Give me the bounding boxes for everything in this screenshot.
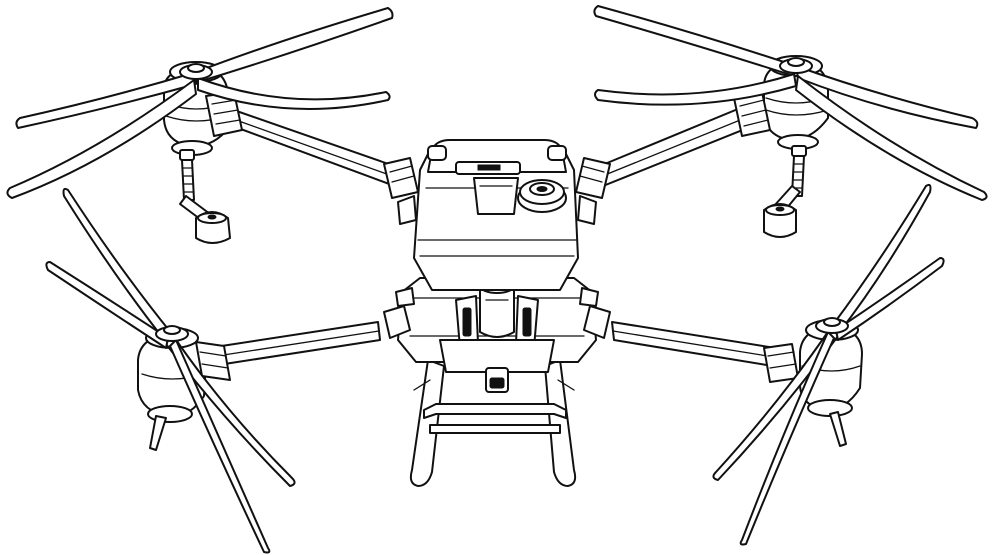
arm-joint-right-lower bbox=[577, 195, 597, 225]
propeller-front-right bbox=[593, 5, 988, 201]
propeller-rear-right bbox=[712, 183, 945, 546]
arm-joint-front-right bbox=[575, 157, 611, 199]
arm-rear-right bbox=[611, 321, 789, 369]
center-module bbox=[439, 278, 555, 373]
arm-joint-front-left bbox=[383, 157, 419, 199]
motor-rear-right-fin bbox=[829, 411, 847, 447]
spray-nozzle-right bbox=[763, 145, 807, 238]
landing-gear bbox=[409, 359, 577, 487]
tank-lid bbox=[517, 179, 567, 213]
propeller-rear-left bbox=[45, 187, 296, 554]
arm-rear-left bbox=[214, 321, 381, 366]
spray-nozzle-left bbox=[179, 149, 231, 244]
arm-front-left bbox=[227, 107, 401, 186]
spray-tank bbox=[413, 139, 579, 291]
camera bbox=[485, 367, 509, 393]
propeller-front-left bbox=[6, 7, 394, 199]
motor-rear-left-fin bbox=[149, 415, 167, 451]
arm-front-right bbox=[594, 103, 761, 187]
arm-joint-left-lower bbox=[397, 195, 417, 225]
